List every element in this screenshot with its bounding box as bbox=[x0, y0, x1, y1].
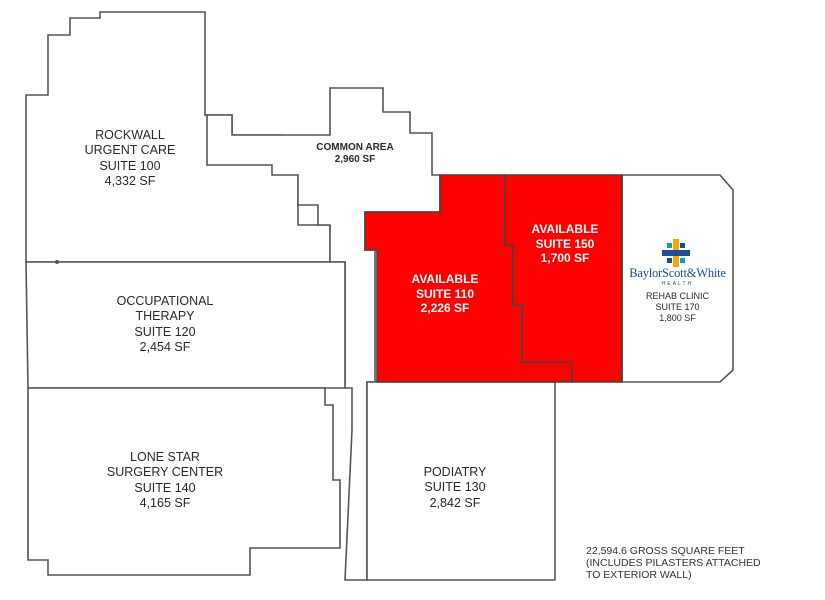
wall-marker bbox=[55, 260, 59, 264]
suite-150-label: AVAILABLE SUITE 150 1,700 SF bbox=[531, 222, 599, 266]
suite-150-area[interactable] bbox=[504, 174, 623, 383]
suite-130-label: PODIATRY SUITE 130 2,842 SF bbox=[423, 465, 487, 510]
suite-110-label: AVAILABLE SUITE 110 2,226 SF bbox=[411, 272, 479, 316]
gross-area-note: 22,594.6 GROSS SQUARE FEET (INCLUDES PIL… bbox=[586, 545, 761, 582]
brand-subtitle: HEALTH bbox=[661, 281, 694, 288]
suite-120-label: OCCUPATIONAL THERAPY SUITE 120 2,454 SF bbox=[116, 294, 214, 354]
suite-140-area[interactable] bbox=[27, 387, 341, 576]
suite-120-area[interactable] bbox=[25, 261, 346, 389]
suite-140-label: LONE STAR SURGERY CENTER SUITE 140 4,165… bbox=[106, 450, 224, 510]
suite-170-label: BaylorScott&White HEALTH REHAB CLINIC SU… bbox=[622, 266, 733, 324]
suite-100-label: ROCKWALL URGENT CARE SUITE 100 4,332 SF bbox=[84, 128, 176, 188]
common-area-label: COMMON AREA 2,960 SF bbox=[316, 142, 394, 166]
brand-name: BaylorScott&White bbox=[629, 266, 726, 280]
cross-logo-icon bbox=[662, 239, 690, 267]
